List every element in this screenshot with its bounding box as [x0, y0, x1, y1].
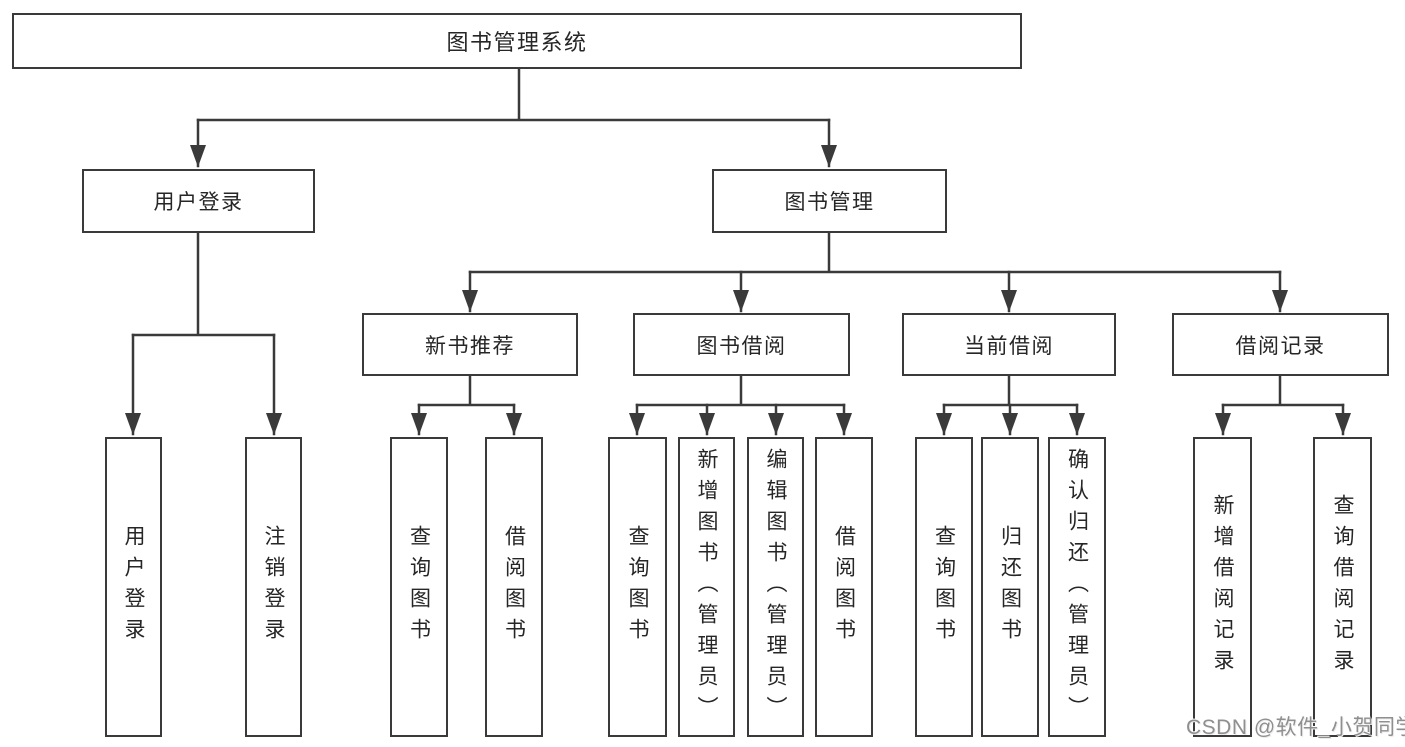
leaf-query-borrow-record: 查询借阅记录 [1313, 437, 1372, 737]
leaf-add-borrow-record: 新增借阅记录 [1193, 437, 1252, 737]
leaf-query-books-recommend: 查询图书 [390, 437, 448, 737]
leaf-query-books-current: 查询图书 [915, 437, 973, 737]
leaf-query-books-borrowing: 查询图书 [608, 437, 667, 737]
node-book-borrowing: 图书借阅 [633, 313, 850, 376]
node-current-borrowing: 当前借阅 [902, 313, 1116, 376]
watermark: CSDN @软件_小贺同学 [1186, 716, 1405, 739]
leaf-user-login: 用户登录 [105, 437, 162, 737]
leaf-edit-books-admin: 编辑图书（管理员） [747, 437, 804, 737]
node-user-login: 用户登录 [82, 169, 315, 233]
node-library-system: 图书管理系统 [12, 13, 1022, 69]
leaf-borrow-books: 借阅图书 [815, 437, 873, 737]
leaf-logout: 注销登录 [245, 437, 302, 737]
leaf-borrow-books-recommend: 借阅图书 [485, 437, 543, 737]
node-book-management: 图书管理 [712, 169, 947, 233]
leaf-confirm-return-admin: 确认归还（管理员） [1048, 437, 1106, 737]
node-borrowing-records: 借阅记录 [1172, 313, 1389, 376]
leaf-add-books-admin: 新增图书（管理员） [678, 437, 735, 737]
node-new-book-recommend: 新书推荐 [362, 313, 578, 376]
leaf-return-books: 归还图书 [981, 437, 1039, 737]
